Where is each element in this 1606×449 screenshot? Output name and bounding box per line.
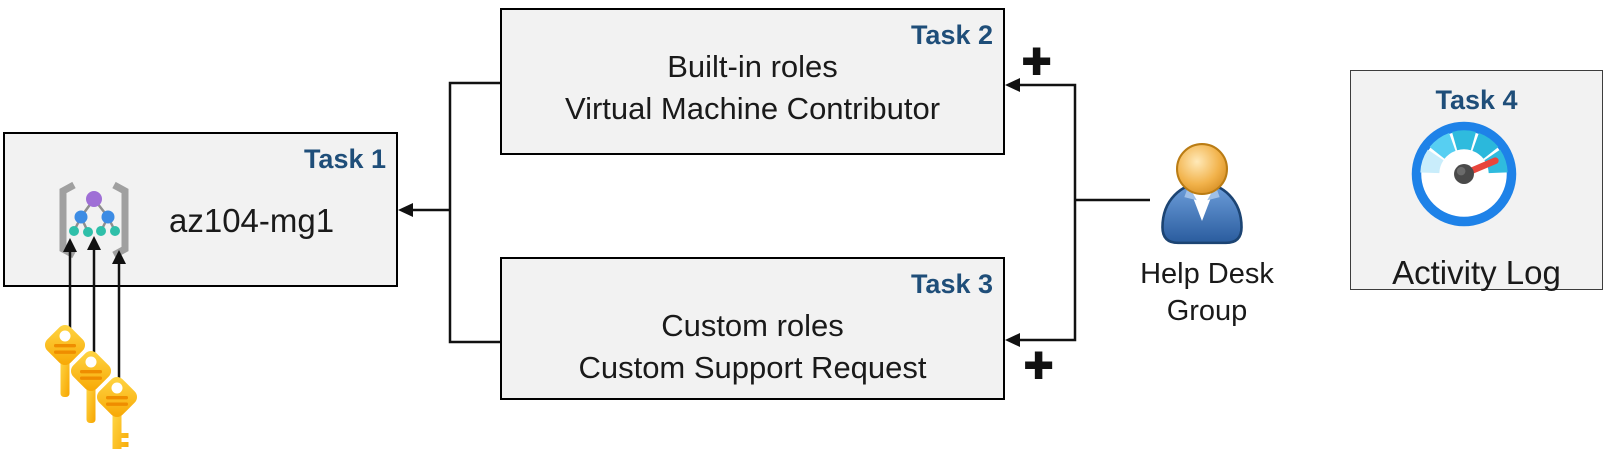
mg-right-brace	[112, 181, 129, 259]
task1-label: Task 1	[303, 144, 386, 174]
task3-line1: Custom roles	[661, 308, 844, 343]
key-2	[70, 350, 112, 423]
key-3	[96, 376, 138, 449]
task2-label: Task 2	[910, 20, 993, 50]
management-group-name: az104-mg1	[169, 202, 335, 239]
activity-log-caption: Activity Log	[1392, 254, 1561, 291]
task4-box: Task 4 Activity Log	[1350, 70, 1603, 291]
activity-log-gauge-icon	[1411, 121, 1517, 227]
task3-line2: Custom Support Request	[578, 350, 927, 385]
plus-icon-task3: +	[1023, 337, 1054, 393]
right-branch-connector	[1020, 83, 1077, 342]
plus-icon-task2: +	[1021, 33, 1052, 89]
keys-icon	[44, 324, 138, 449]
arrowhead-into-task1	[398, 203, 413, 217]
left-branch-connector	[448, 81, 500, 344]
task2-line2: Virtual Machine Contributor	[564, 91, 941, 126]
task1-box: Task 1 az104-mg1	[3, 132, 398, 287]
key-1	[44, 324, 86, 397]
mg-left-brace	[59, 181, 76, 259]
user-shirt	[1188, 185, 1216, 222]
task3-box: Task 3 Custom roles Custom Support Reque…	[500, 257, 1005, 400]
management-group-icon	[59, 181, 129, 259]
help-desk-group-label: Help Desk Group	[1140, 258, 1274, 327]
task3-label: Task 3	[910, 269, 993, 299]
user-head	[1176, 143, 1228, 196]
arrowhead-into-task2	[1005, 78, 1020, 92]
task2-box: Task 2 Built-in roles Virtual Machine Co…	[500, 8, 1005, 155]
user-icon	[1161, 143, 1243, 245]
task4-label: Task 4	[1435, 85, 1518, 115]
arrowhead-into-task3	[1005, 333, 1020, 347]
mg-root-node	[86, 191, 102, 207]
task2-line1: Built-in roles	[667, 49, 838, 84]
